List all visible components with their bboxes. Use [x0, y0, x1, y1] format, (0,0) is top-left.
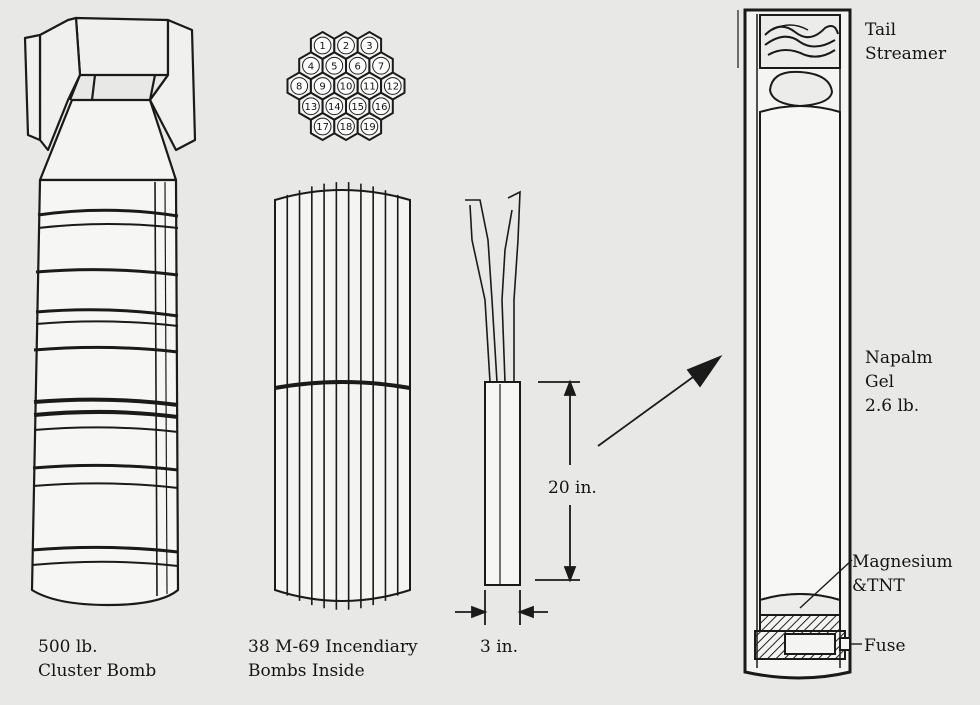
- tail-label-line2: Streamer: [865, 44, 947, 64]
- hex-cell-number: 13: [305, 102, 318, 113]
- hex-cell-number: 1: [319, 41, 325, 52]
- cluster-bomb-fins: [23, 16, 197, 152]
- hex-cell-number: 16: [375, 102, 388, 113]
- m69-streamers: [465, 190, 521, 383]
- hex-cell-circle: [302, 56, 320, 75]
- fuse-label: Fuse: [864, 634, 906, 658]
- incendiary-label-line2: Bombs Inside: [248, 661, 365, 681]
- single-m69-bomb: [455, 190, 580, 625]
- hex-cell-circle: [348, 56, 367, 75]
- napalm-label-line2: Gel: [865, 372, 895, 392]
- length-label-text: 20 in.: [548, 478, 597, 498]
- hex-cell-circle: [348, 97, 367, 116]
- napalm-chamber: [759, 105, 841, 602]
- diameter-label-text: 3 in.: [480, 637, 519, 657]
- cutaway-drawing: [737, 8, 862, 680]
- hex-cell-circle: [337, 77, 355, 95]
- magnesium-label-line1: Magnesium: [852, 552, 953, 572]
- napalm-label: Napalm Gel 2.6 lb.: [865, 346, 933, 418]
- hex-cell-circle: [360, 77, 379, 95]
- cluster-bomb-body: [30, 178, 180, 607]
- hex-cell-circle: [302, 97, 320, 116]
- hex-cell-number: 12: [386, 82, 399, 93]
- hex-cell-circle: [313, 77, 332, 95]
- pointer-arrow: [597, 355, 723, 447]
- hex-cell-number: 18: [340, 122, 353, 133]
- napalm-label-line3: 2.6 lb.: [865, 396, 920, 416]
- hex-cell-circle: [372, 56, 390, 75]
- hex-cell-number: 9: [319, 82, 325, 93]
- cluster-bomb-label: 500 lb. Cluster Bomb: [38, 635, 156, 683]
- hex-cell-circle: [383, 77, 402, 95]
- incendiary-label-line1: 38 M-69 Incendiary: [248, 637, 418, 657]
- hex-cell-circle: [290, 77, 309, 95]
- length-label: 20 in.: [548, 476, 597, 500]
- hex-cell-number: 14: [328, 102, 341, 113]
- hex-cell-circle: [325, 97, 344, 116]
- hex-cell-circle: [360, 36, 379, 55]
- tail-label-line1: Tail: [865, 20, 897, 40]
- hex-cell-number: 11: [363, 82, 376, 93]
- diameter-dimension: [455, 590, 548, 625]
- hex-cell-circle: [313, 36, 332, 55]
- hex-cell-number: 8: [296, 82, 302, 93]
- hex-cell-circle: [372, 97, 390, 116]
- magnesium-label: Magnesium &TNT: [852, 550, 953, 598]
- diameter-label: 3 in.: [480, 635, 518, 659]
- magnesium-leader-line: [799, 559, 853, 609]
- incendiary-label: 38 M-69 Incendiary Bombs Inside: [248, 635, 418, 683]
- magnesium-label-line2: &TNT: [852, 576, 905, 596]
- cluster-bomb-label-line2: Cluster Bomb: [38, 661, 157, 681]
- hex-cell-number: 7: [378, 61, 384, 72]
- cluster-bomb-label-line1: 500 lb.: [38, 637, 98, 657]
- cluster-bomb-drawing: [23, 16, 197, 607]
- length-dimension: [535, 379, 580, 583]
- hex-cell-circle: [337, 117, 355, 136]
- hex-cell-number: 19: [363, 122, 376, 133]
- napalm-label-line1: Napalm: [865, 348, 933, 368]
- hex-cell-number: 5: [331, 61, 337, 72]
- cluster-bomb-bands: [31, 208, 179, 567]
- fuse-label-text: Fuse: [864, 636, 906, 656]
- hex-cell-number: 3: [366, 41, 372, 52]
- magnesium-tnt-section: [754, 593, 851, 660]
- hex-cell-circle: [313, 117, 332, 136]
- hex-cell-number: 17: [316, 122, 329, 133]
- incendiary-bundle: [274, 182, 411, 610]
- hex-cell-number: 10: [340, 82, 353, 93]
- tail-streamer-label: Tail Streamer: [865, 18, 946, 66]
- hex-cell-number: 4: [308, 61, 314, 72]
- hex-cell-circle: [337, 36, 355, 55]
- hex-cell-number: 6: [355, 61, 361, 72]
- hex-cell-circle: [325, 56, 344, 75]
- hex-cell-number: 2: [343, 41, 349, 52]
- tail-streamer-section: [759, 14, 841, 108]
- hex-cell-number: 15: [351, 102, 364, 113]
- hex-cell-circle: [360, 117, 379, 136]
